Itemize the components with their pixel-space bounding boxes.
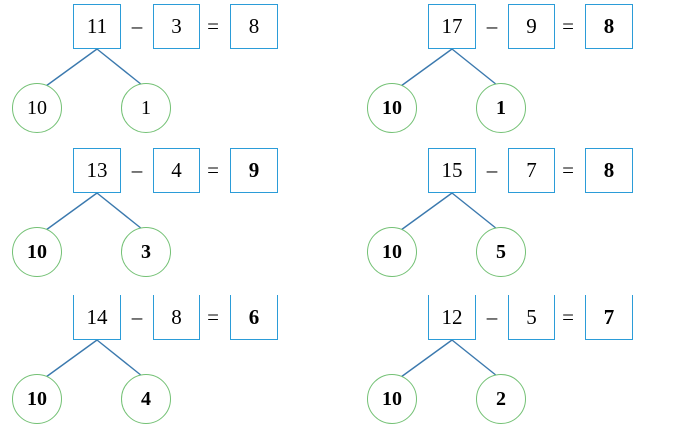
- branch-left-value: 10: [27, 97, 47, 119]
- subtrahend-value: 3: [171, 14, 182, 38]
- minus-sign: –: [486, 14, 498, 38]
- minuend-value: 12: [441, 304, 463, 329]
- problem-3: 13 – 4 = 9 10 3: [0, 144, 335, 284]
- branch-right-value: 5: [496, 241, 506, 263]
- minuend-value: 11: [86, 14, 108, 38]
- branch-left-value: 10: [382, 241, 402, 263]
- minus-sign: –: [131, 305, 143, 329]
- branch-left-value: 10: [382, 97, 402, 119]
- branch-circle-left: 10: [12, 374, 62, 424]
- branch-right-value: 2: [496, 388, 506, 410]
- answer-value: 6: [248, 304, 260, 329]
- problem-6: 12 – 5 = 7 10 2: [355, 291, 690, 428]
- answer-value: 8: [603, 158, 615, 182]
- minuend-value: 17: [441, 14, 463, 38]
- subtrahend-value: 8: [171, 304, 182, 329]
- branch-right-value: 1: [496, 97, 506, 119]
- branch-circle-left: 10: [367, 374, 417, 424]
- answer-value: 7: [603, 304, 615, 329]
- subtrahend-value: 5: [526, 304, 537, 329]
- branch-circle-right: 5: [476, 227, 526, 277]
- answer-value: 9: [248, 158, 260, 182]
- equals-sign: =: [207, 14, 219, 38]
- answer-box: 9: [230, 148, 278, 193]
- subtrahend-box: 7: [508, 148, 555, 193]
- equals-sign: =: [207, 305, 219, 329]
- subtrahend-box: 4: [153, 148, 200, 193]
- problem-5: 14 – 8 = 6 10 4: [0, 291, 335, 428]
- answer-box: 8: [585, 4, 633, 49]
- minuend-value: 13: [86, 158, 108, 182]
- minus-sign: –: [131, 158, 143, 182]
- branch-circle-right: 4: [121, 374, 171, 424]
- branch-left-value: 10: [27, 241, 47, 263]
- problem-2: 17 – 9 = 8 10 1: [355, 0, 690, 140]
- branch-right-value: 3: [141, 241, 151, 263]
- equals-sign: =: [562, 158, 574, 182]
- equals-sign: =: [562, 305, 574, 329]
- branch-circle-right: 1: [121, 83, 171, 133]
- subtrahend-value: 4: [171, 158, 182, 182]
- minuend-box: 12: [428, 295, 476, 340]
- subtrahend-value: 9: [526, 14, 537, 38]
- answer-value: 8: [248, 14, 260, 38]
- branch-circle-left: 10: [367, 83, 417, 133]
- answer-box: 8: [585, 148, 633, 193]
- equals-sign: =: [562, 14, 574, 38]
- minuend-value: 15: [441, 158, 463, 182]
- minuend-box: 15: [428, 148, 476, 193]
- branch-right-value: 4: [141, 388, 151, 410]
- answer-value: 8: [603, 14, 615, 38]
- minus-sign: –: [486, 158, 498, 182]
- answer-box: 8: [230, 4, 278, 49]
- subtrahend-box: 9: [508, 4, 555, 49]
- subtrahend-box: 8: [153, 295, 200, 340]
- minuend-box: 17: [428, 4, 476, 49]
- problem-1: 11 – 3 = 8 10 1: [0, 0, 335, 140]
- equals-sign: =: [207, 158, 219, 182]
- problem-4: 15 – 7 = 8 10 5: [355, 144, 690, 284]
- branch-circle-left: 10: [12, 227, 62, 277]
- branch-circle-left: 10: [12, 83, 62, 133]
- minus-sign: –: [131, 14, 143, 38]
- subtrahend-value: 7: [526, 158, 537, 182]
- minuend-value: 14: [86, 304, 108, 329]
- branch-left-value: 10: [27, 388, 47, 410]
- branch-circle-right: 3: [121, 227, 171, 277]
- minuend-box: 13: [73, 148, 121, 193]
- branch-left-value: 10: [382, 388, 402, 410]
- answer-box: 6: [230, 295, 278, 340]
- branch-circle-right: 1: [476, 83, 526, 133]
- minus-sign: –: [486, 305, 498, 329]
- branch-right-value: 1: [141, 97, 151, 119]
- subtrahend-box: 3: [153, 4, 200, 49]
- subtrahend-box: 5: [508, 295, 555, 340]
- minuend-box: 11: [73, 4, 121, 49]
- branch-circle-left: 10: [367, 227, 417, 277]
- minuend-box: 14: [73, 295, 121, 340]
- branch-circle-right: 2: [476, 374, 526, 424]
- answer-box: 7: [585, 295, 633, 340]
